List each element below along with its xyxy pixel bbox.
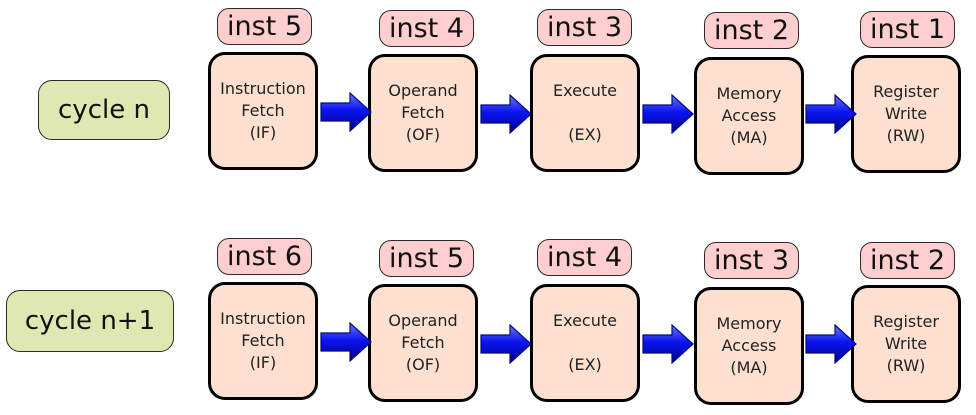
stage-line2: Fetch	[401, 333, 445, 352]
stage-abbr: (RW)	[886, 356, 926, 375]
right-arrow-icon	[805, 94, 857, 134]
stage-line2: Fetch	[241, 101, 285, 120]
stage-execute: Execute (EX)	[530, 284, 640, 402]
right-arrow-icon	[320, 92, 372, 132]
stage-line1: Operand	[388, 81, 458, 100]
stage-abbr: (EX)	[568, 125, 602, 144]
right-arrow-icon	[642, 324, 694, 364]
stage-line1: Execute	[553, 311, 617, 330]
stage-line1: Register	[873, 82, 939, 101]
stage-abbr: (OF)	[405, 125, 441, 144]
stage-register-write: Register Write (RW)	[851, 285, 961, 403]
stage-memory-access: Memory Access (MA)	[694, 287, 804, 405]
stage-instruction-fetch: Instruction Fetch (IF)	[208, 52, 318, 170]
stage-operand-fetch: Operand Fetch (OF)	[368, 54, 478, 172]
stage-line1: Register	[873, 312, 939, 331]
inst-tag-stage-ex: inst 4	[537, 239, 632, 276]
inst-tag-stage-if: inst 5	[217, 8, 312, 45]
stage-instruction-fetch: Instruction Fetch (IF)	[208, 282, 318, 400]
stage-abbr: (IF)	[249, 353, 277, 372]
stage-line2: Fetch	[241, 331, 285, 350]
stage-abbr: (IF)	[249, 123, 277, 142]
stage-line1: Memory	[716, 314, 782, 333]
stage-abbr: (RW)	[886, 126, 926, 145]
right-arrow-icon	[320, 322, 372, 362]
inst-tag-stage-rw: inst 1	[860, 11, 955, 48]
stage-memory-access: Memory Access (MA)	[694, 57, 804, 175]
stage-register-write: Register Write (RW)	[851, 55, 961, 173]
stage-abbr: (OF)	[405, 355, 441, 374]
stage-line1: Execute	[553, 81, 617, 100]
right-arrow-icon	[642, 94, 694, 134]
stage-line2: Access	[721, 336, 777, 355]
stage-abbr: (EX)	[568, 355, 602, 374]
stage-line2: Fetch	[401, 103, 445, 122]
stage-line1: Memory	[716, 84, 782, 103]
inst-tag-stage-if: inst 6	[217, 238, 312, 275]
stage-execute: Execute (EX)	[530, 54, 640, 172]
right-arrow-icon	[805, 324, 857, 364]
inst-tag-stage-of: inst 4	[379, 10, 474, 47]
stage-line1: Instruction	[220, 309, 306, 328]
inst-tag-stage-rw: inst 2	[860, 242, 955, 279]
stage-line2: Write	[884, 334, 928, 353]
stage-abbr: (MA)	[730, 128, 768, 147]
right-arrow-icon	[480, 94, 532, 134]
inst-tag-stage-ma: inst 3	[704, 242, 799, 279]
inst-tag-stage-of: inst 5	[379, 240, 474, 277]
stage-line2: Write	[884, 104, 928, 123]
inst-tag-stage-ma: inst 2	[704, 12, 799, 49]
stage-line1: Operand	[388, 311, 458, 330]
stage-abbr: (MA)	[730, 358, 768, 377]
stage-operand-fetch: Operand Fetch (OF)	[368, 284, 478, 402]
stage-line1: Instruction	[220, 79, 306, 98]
inst-tag-stage-ex: inst 3	[537, 9, 632, 46]
right-arrow-icon	[480, 324, 532, 364]
stage-line2: Access	[721, 106, 777, 125]
cycle-label-n-plus-1: cycle n+1	[6, 290, 174, 352]
cycle-label-n: cycle n	[38, 80, 170, 140]
